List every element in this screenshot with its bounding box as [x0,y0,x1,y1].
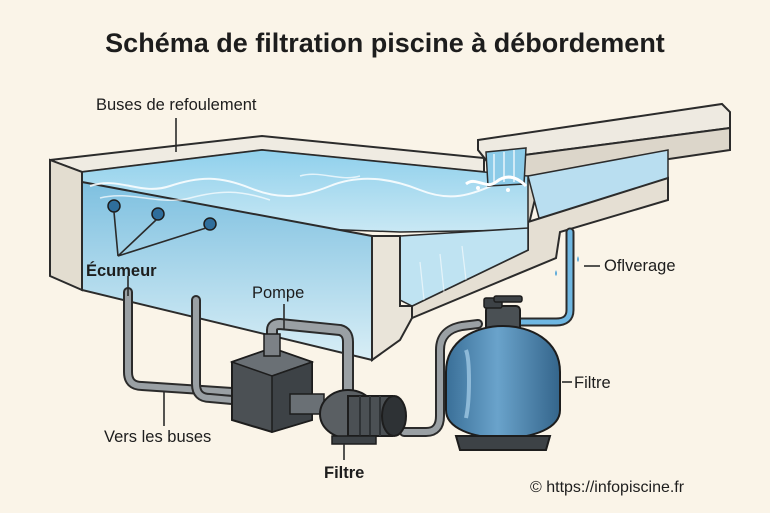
label-filtre-bas: Filtre [324,464,364,482]
motor-unit [289,389,407,445]
label-ofverage: Oflverage [604,257,676,275]
pump-unit [229,333,315,434]
label-filtre-droite: Filtre [574,374,611,392]
filter-tank [445,295,561,451]
leader-ecumeur [113,211,207,257]
nozzle-1 [107,199,121,213]
nozzle-3 [203,217,217,231]
return-nozzles [107,199,217,231]
copyright-text: © https://infopiscine.fr [530,479,685,496]
label-buses-refoulement: Buses de refoulement [96,96,257,114]
overflow-channel [411,102,731,320]
label-ecumeur: Écumeur [86,261,157,280]
nozzle-2 [151,207,165,221]
label-pompe: Pompe [252,284,304,302]
pool-basin [49,134,529,362]
piping [123,227,579,437]
label-vers-les-buses: Vers les buses [104,428,211,446]
overflow-waterfall [465,147,528,192]
diagram-title: Schéma de filtration piscine à débordeme… [105,28,665,58]
